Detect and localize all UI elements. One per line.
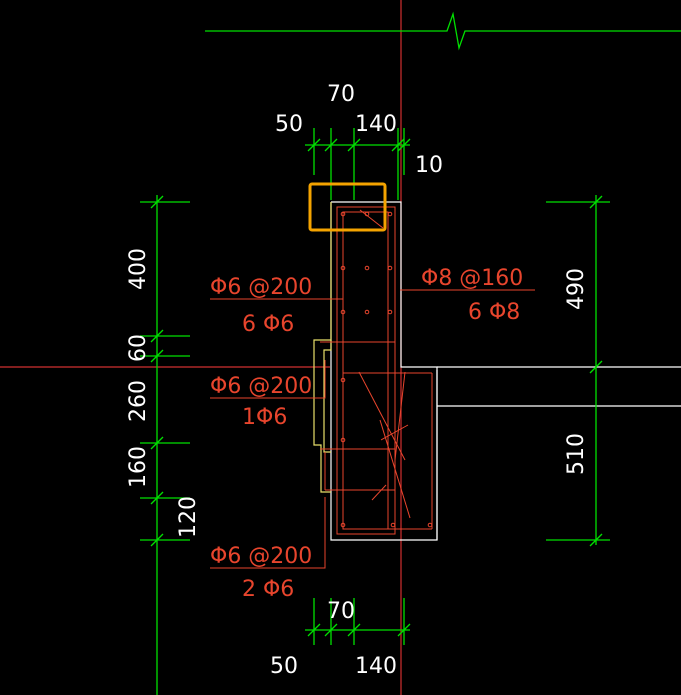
- rebar-label-middle-count: 1Φ6: [242, 405, 287, 430]
- dim-bottom-70: 70: [327, 599, 355, 624]
- rebar-label-lower-count: 2 Φ6: [242, 577, 294, 602]
- leader-middle-left: [210, 360, 326, 399]
- dim-right-510: 510: [564, 433, 589, 475]
- rebar-top-diag: [359, 209, 384, 229]
- dim-right-490: 490: [564, 268, 589, 310]
- dim-left-160: 160: [126, 446, 151, 488]
- rebar-cross-2: [379, 419, 411, 519]
- dim-left-400: 400: [126, 248, 151, 290]
- dim-left-260: 260: [126, 380, 151, 422]
- rebar-cross-3: [380, 424, 409, 441]
- rebar-label-lower-spacing: Φ6 @200: [210, 544, 312, 569]
- rebar-stirrup-inner: [342, 211, 389, 530]
- rebar-cross-5: [371, 484, 387, 501]
- leader-lower-left: [210, 497, 326, 569]
- dim-top-50: 50: [275, 112, 303, 137]
- section-outline: [330, 201, 438, 541]
- rebar-label-right-spacing: Φ8 @160: [421, 266, 523, 291]
- right-dim-ticks: [546, 195, 610, 547]
- rebar-label-right-count: 6 Φ8: [468, 300, 520, 325]
- rebar-label-middle-spacing: Φ6 @200: [210, 374, 312, 399]
- rebar-label-upper-spacing: Φ6 @200: [210, 275, 312, 300]
- dim-left-60: 60: [126, 334, 151, 362]
- dim-top-140: 140: [355, 112, 397, 137]
- rebar-label-upper-count: 6 Φ6: [242, 312, 294, 337]
- left-dim-ticks: [140, 195, 190, 547]
- rebar-dots: [340, 211, 433, 528]
- dim-top-70: 70: [327, 82, 355, 107]
- concrete-outline-inner: [323, 340, 332, 453]
- break-line: [205, 11, 681, 51]
- top-dim-ticks: [307, 128, 411, 200]
- dim-bottom-140: 140: [355, 654, 397, 679]
- dim-bottom-50: 50: [270, 654, 298, 679]
- bottom-dim-ticks: [307, 598, 411, 645]
- highlight-box[interactable]: [308, 182, 387, 232]
- rebar-stirrup-outer: [336, 206, 396, 535]
- dim-left-120: 120: [176, 496, 201, 538]
- dim-top-10: 10: [415, 153, 443, 178]
- rebar-cross-4: [394, 371, 406, 461]
- rebar-cross-1: [358, 371, 406, 461]
